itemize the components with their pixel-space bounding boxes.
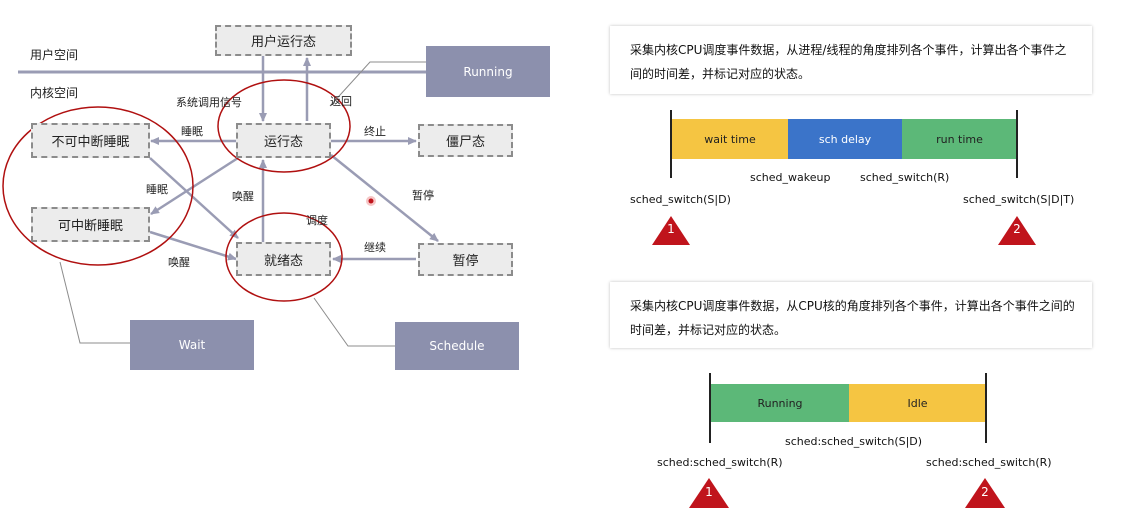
user-space-label: 用户空间 bbox=[30, 48, 79, 62]
bottom-event-middle: sched:sched_switch(S|D) bbox=[785, 435, 923, 448]
bottom-marker-2-triangle bbox=[965, 478, 1005, 508]
state-ready: 就绪态 bbox=[236, 242, 331, 276]
top-event-end: sched_switch(S|D|T) bbox=[963, 193, 1075, 206]
cursor-dot-inner bbox=[368, 198, 374, 204]
edge-label-sleep-top: 睡眠 bbox=[181, 125, 203, 138]
callout-running: Running bbox=[426, 46, 550, 97]
edge-label-syscall-signal: 系统调用信号 bbox=[176, 96, 242, 109]
circle-ready-highlight bbox=[225, 212, 343, 302]
top-marker-2-triangle bbox=[998, 216, 1036, 245]
callout-wait: Wait bbox=[130, 320, 254, 370]
top-timeline-end-bar bbox=[1016, 110, 1018, 178]
arrow-interruptible-to-ready bbox=[149, 230, 237, 261]
segment-sch-delay: sch delay bbox=[788, 119, 902, 159]
edge-label-wakeup-bottom: 唤醒 bbox=[168, 256, 190, 269]
edge-label-wakeup-mid: 唤醒 bbox=[232, 190, 254, 203]
top-marker-1-label: 1 bbox=[667, 222, 675, 236]
callout-schedule: Schedule bbox=[395, 322, 519, 370]
bottom-timeline-end-bar bbox=[985, 373, 987, 443]
circle-sleep-highlight bbox=[2, 106, 194, 266]
arrow-running-to-interruptible bbox=[150, 156, 239, 216]
segment-idle: Idle bbox=[849, 384, 986, 422]
segment-running: Running bbox=[711, 384, 849, 422]
edge-label-stop: 暂停 bbox=[412, 189, 434, 202]
leader-wait bbox=[59, 261, 130, 344]
leader-running bbox=[329, 61, 428, 107]
edge-label-schedule: 调度 bbox=[306, 214, 328, 227]
edge-label-terminate: 终止 bbox=[364, 125, 386, 138]
arrow-running-to-stopped bbox=[330, 154, 439, 242]
edge-label-return: 返回 bbox=[330, 95, 352, 108]
arrow-uninterruptible-to-ready bbox=[149, 157, 239, 239]
bottom-marker-1-label: 1 bbox=[705, 485, 713, 499]
bottom-marker-2-label: 2 bbox=[981, 485, 989, 499]
top-panel-description: 采集内核CPU调度事件数据，从进程/线程的角度排列各个事件，计算出各个事件之间的… bbox=[610, 26, 1092, 94]
top-event-switch-r: sched_switch(R) bbox=[860, 171, 950, 184]
top-marker-2-label: 2 bbox=[1013, 222, 1021, 236]
top-marker-1-triangle bbox=[652, 216, 690, 245]
leader-schedule bbox=[313, 297, 395, 347]
bottom-timeline-start-bar bbox=[709, 373, 711, 443]
bottom-marker-1-triangle bbox=[689, 478, 729, 508]
edge-label-sleep-mid: 睡眠 bbox=[146, 183, 168, 196]
state-running: 运行态 bbox=[236, 123, 331, 158]
state-zombie: 僵尸态 bbox=[418, 124, 513, 157]
state-uninterruptible-sleep: 不可中断睡眠 bbox=[31, 123, 150, 158]
bottom-event-end: sched:sched_switch(R) bbox=[926, 456, 1052, 469]
state-interruptible-sleep: 可中断睡眠 bbox=[31, 207, 150, 242]
top-event-start: sched_switch(S|D) bbox=[630, 193, 731, 206]
segment-wait-time: wait time bbox=[672, 119, 788, 159]
top-event-wakeup: sched_wakeup bbox=[750, 171, 831, 184]
edge-label-continue: 继续 bbox=[364, 241, 386, 254]
top-timeline-start-bar bbox=[670, 110, 672, 178]
state-stopped: 暂停 bbox=[418, 243, 513, 276]
circle-running-highlight bbox=[217, 79, 351, 173]
segment-run-time: run time bbox=[902, 119, 1017, 159]
kernel-space-label: 内核空间 bbox=[30, 86, 79, 100]
state-user-running: 用户运行态 bbox=[215, 25, 352, 56]
bottom-event-start: sched:sched_switch(R) bbox=[657, 456, 783, 469]
bottom-panel-description: 采集内核CPU调度事件数据，从CPU核的角度排列各个事件，计算出各个事件之间的时… bbox=[610, 282, 1092, 348]
